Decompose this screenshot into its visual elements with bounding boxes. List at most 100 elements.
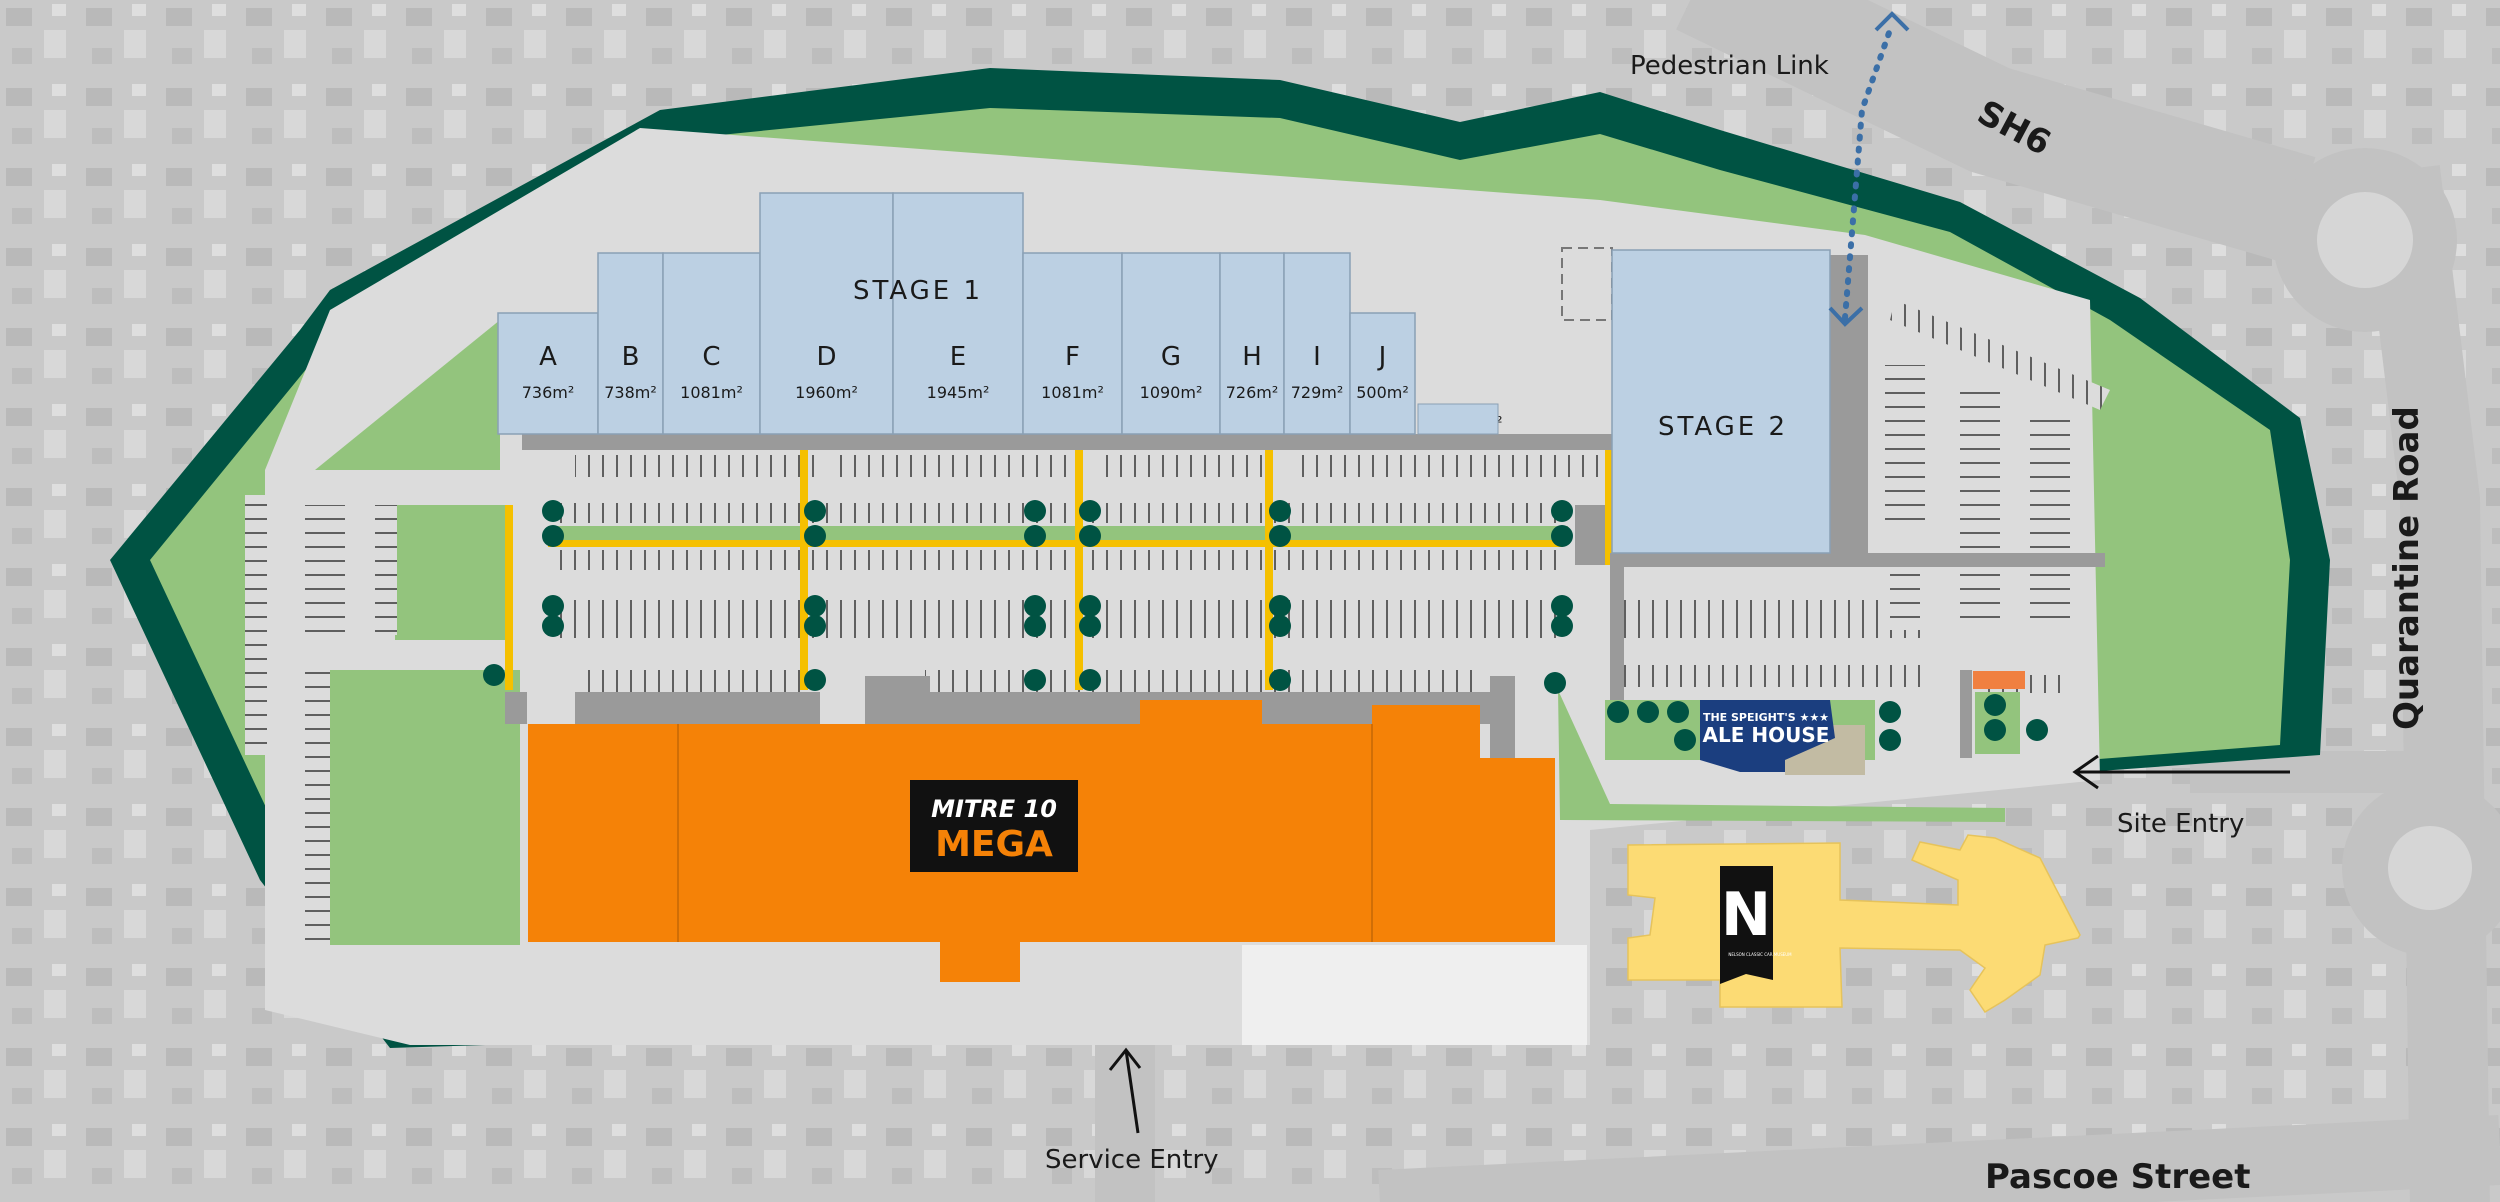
tree-icon [1024,500,1046,522]
tree-icon [1984,719,2006,741]
unit-area: 726m² [1226,383,1279,402]
service-yard [1242,945,1587,1045]
unit-c [662,252,761,435]
stage2-label: STAGE 2 [1658,412,1788,442]
tree-icon [1551,525,1573,547]
mitre10-logo-top: MITRE 10 [931,795,1057,823]
unit-g [1121,252,1221,435]
service-entry-arrow-icon [1108,1047,1142,1134]
alehouse-logo-top: THE SPEIGHT'S ★★★ [1703,711,1829,724]
museum-logo-text: NELSON CLASSIC CAR MUSEUM [1728,952,1792,957]
unit-letter: G [1161,342,1181,372]
tree-icon [1024,669,1046,691]
tree-icon [1269,525,1291,547]
unit-letter: J [1377,342,1387,372]
pedestrian-link-path [1842,27,1893,321]
tree-icon [542,615,564,637]
unit-letter: A [539,342,557,372]
tree-icon [1269,595,1291,617]
museum-logo-letter: N [1721,880,1771,950]
unit-a [497,312,599,435]
site-entry-arrow-icon [2072,754,2290,790]
unit-area: 729m² [1291,383,1344,402]
museum-logo [1720,866,1773,984]
road-pascoe [1378,1115,2500,1202]
tree-icon [1024,615,1046,637]
stage1-label: STAGE 1 [853,276,983,306]
unit-letter: D [816,342,836,372]
tree-icon [1269,500,1291,522]
unit-letter: C [702,342,720,372]
tree-icon [1079,525,1101,547]
unit-area: 1090m² [1140,383,1203,402]
tree-icon [1879,701,1901,723]
unit-letter: H [1242,342,1262,372]
tree-icon [804,669,826,691]
mitre10-dividers [677,724,1373,942]
tree-icon [1667,701,1689,723]
unit-j [1349,312,1416,435]
mitre10-mega-logo [910,780,1078,872]
mitre10-logo-bottom: MEGA [935,824,1053,865]
lawn-east-curve [1558,690,2005,822]
tree-icon [1079,669,1101,691]
tree-icon [1607,701,1629,723]
parking-angled [1890,300,2110,410]
tree-icon [1269,669,1291,691]
unit-area: 1081m² [680,383,743,402]
unit-e [892,192,1024,435]
unit-area: 736m² [522,383,575,402]
tree-icon [1551,500,1573,522]
alehouse-logo-bottom: ALE HOUSE [1703,723,1830,747]
tree-icon [483,664,505,686]
pedestrian-link-label: Pedestrian Link [1630,51,1829,81]
tree-icon [1879,729,1901,751]
stage1-units: A 736m² B 738m² C 1081m² D 1960m² E 1945m² F 1081m²… [497,192,1503,435]
unit-area: 1960m² [795,383,858,402]
tree-icon [804,525,826,547]
tree-icon [1551,615,1573,637]
unit-h [1219,252,1285,435]
unit-letter: F [1065,342,1080,372]
tree-icon [1984,694,2006,716]
tree-icon [804,500,826,522]
tree-icon [1674,729,1696,751]
unit-k [1417,403,1499,435]
tree-icon [1024,525,1046,547]
orange-kiosk [1973,671,2025,689]
lawn-northwest [315,320,500,470]
road-label-quarantine: Quarantine Road [2387,406,2427,730]
road-label-pascoe-text: Pascoe Street [1985,1157,2250,1197]
unit-area: 1945m² [927,383,990,402]
trees [483,500,2048,751]
tree-icon [1024,595,1046,617]
tree-icon [542,500,564,522]
tree-icon [1079,500,1101,522]
site-entry-label: Site Entry [2117,809,2244,839]
tree-icon [1079,615,1101,637]
tree-icon [1544,672,1566,694]
service-entry-label: Service Entry [1045,1145,1219,1175]
pedestrian-arrow-top-icon [1874,11,1910,32]
tree-icon [542,595,564,617]
lawn-west [395,505,505,640]
pedestrian-arrow-bottom-icon [1828,306,1864,327]
unit-letter: E [950,342,966,372]
unit-area: 500m² [1356,383,1409,402]
unit-letter: B [622,342,640,372]
unit-area: 738m² [604,383,657,402]
tree-icon [1079,595,1101,617]
tree-icon [804,615,826,637]
tree-icon [1637,701,1659,723]
road-sh6 [1676,0,2316,263]
tree-icon [2026,719,2048,741]
unit-area: 1081m² [1041,383,1104,402]
tree-icon [804,595,826,617]
tree-icon [1551,595,1573,617]
unit-letter: I [1313,342,1321,372]
unit-d [759,192,894,435]
tree-icon [542,525,564,547]
unit-f [1022,252,1123,435]
stage2-building [1611,249,1831,554]
